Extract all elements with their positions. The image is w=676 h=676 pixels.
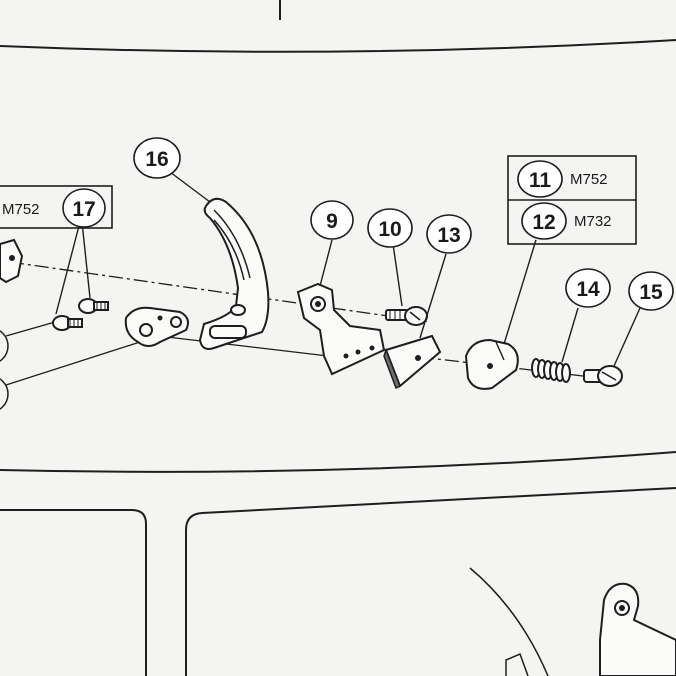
callout-15-label: 15	[639, 281, 663, 304]
left-bracket-part	[0, 238, 24, 284]
label-box-17: M752	[0, 185, 113, 229]
screw-17-b	[78, 298, 109, 314]
callout-16: 16	[133, 137, 181, 179]
model-code-11: M752	[570, 171, 608, 188]
screw-10	[385, 243, 428, 326]
screw-15	[583, 307, 641, 387]
callout-12-label: 12	[532, 211, 555, 234]
callout-10: 10	[367, 208, 413, 248]
callout-13-label: 13	[437, 224, 460, 247]
callout-17: 17	[62, 188, 106, 228]
callout-14-label: 14	[576, 278, 600, 301]
callout-16-label: 16	[145, 148, 168, 171]
leader-17	[55, 221, 91, 315]
callout-11-label: 11	[529, 169, 552, 192]
callout-15: 15	[628, 271, 674, 311]
spring-14	[531, 307, 579, 383]
callout-11: 11	[517, 160, 563, 198]
curved-arm-16	[169, 171, 270, 350]
callout-14: 14	[565, 268, 611, 308]
model-code-17: M752	[2, 201, 40, 218]
callout-12: 12	[521, 202, 567, 240]
label-box-11-12: M752 M732	[507, 155, 637, 245]
plate-13	[383, 253, 447, 390]
lower-right-mechanism	[469, 567, 676, 676]
block-bracket-9	[296, 239, 386, 376]
callout-13: 13	[426, 214, 472, 254]
callout-17-label: 17	[72, 198, 95, 221]
callout-10-label: 10	[378, 218, 401, 241]
screw-17-a	[52, 315, 83, 331]
model-code-12: M732	[574, 213, 612, 230]
edge-callout-circles	[0, 330, 9, 410]
callout-9-label: 9	[326, 210, 338, 233]
guide-lines	[5, 261, 601, 386]
link-plate	[124, 306, 189, 347]
collar-11-12	[464, 239, 537, 390]
callout-9: 9	[310, 200, 354, 240]
